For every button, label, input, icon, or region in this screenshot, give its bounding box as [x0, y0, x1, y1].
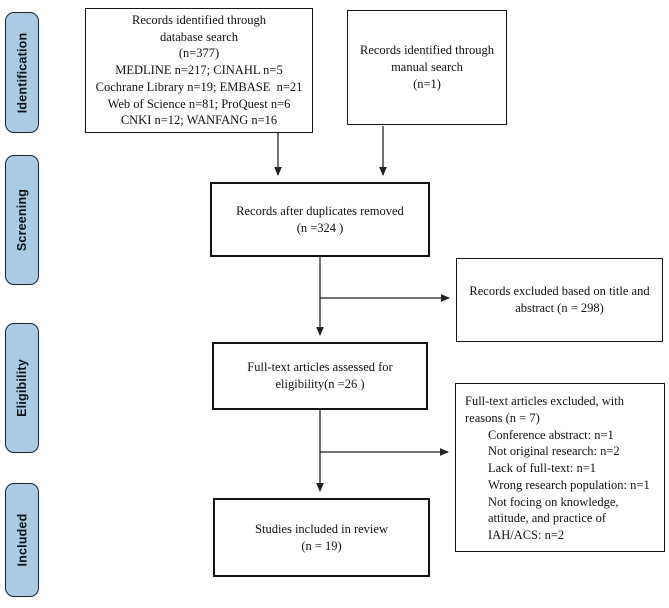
stage-screening-label: Screening — [15, 188, 29, 252]
box-line: (n = 19) — [301, 538, 342, 553]
box-line: Records excluded based on title and — [469, 284, 650, 299]
box-line: CNKI n=12; WANFANG n=16 — [120, 113, 278, 128]
box-line: (n=377) — [178, 46, 220, 61]
box-line: Web of Science n=81; ProQuest n=6 — [107, 96, 291, 111]
box-line: abstract (n = 298) — [515, 301, 604, 315]
box-line: Full-text articles assessed for — [247, 360, 393, 375]
box-line: Cochrane Library n=19; EMBASE n=21 — [95, 79, 303, 94]
box-line: attitude, and practice of — [488, 511, 606, 526]
box-line: Full-text articles excluded, with — [465, 394, 624, 408]
box-duplicates-removed: Records after duplicates removed (n =324… — [210, 182, 430, 257]
box-included-review: Studies included in review (n = 19) — [213, 498, 430, 577]
box-line: Wrong research population: n=1 — [488, 477, 650, 492]
box-line: Records identified through — [360, 43, 494, 58]
stage-included: Included — [5, 483, 39, 597]
stage-identification: Identification — [5, 12, 39, 133]
stage-screening: Screening — [5, 155, 39, 285]
box-fulltext-excluded: Full-text articles excluded, with reason… — [455, 383, 665, 552]
box-line: Conference abstract: n=1 — [488, 427, 614, 442]
box-line: Not focing on knowledge, — [488, 494, 619, 509]
box-line: Studies included in review — [255, 521, 388, 536]
box-line: manual search — [391, 60, 463, 75]
box-line: Records identified through — [132, 12, 266, 27]
box-line: eligibility(n =26 ) — [275, 377, 365, 391]
stage-identification-label: Identification — [15, 32, 30, 113]
box-line: database search — [159, 29, 239, 44]
box-line: Not original research: n=2 — [488, 444, 620, 459]
box-line: reasons (n = 7) — [465, 410, 540, 425]
box-line: Records after duplicates removed — [236, 203, 404, 218]
box-title-abstract-excluded: Records excluded based on title and abst… — [456, 258, 663, 342]
box-manual-search: Records identified through manual search… — [347, 10, 507, 125]
box-fulltext-assessed: Full-text articles assessed for eligibil… — [212, 342, 428, 410]
box-database-search: Records identified through database sear… — [85, 8, 313, 133]
stage-eligibility: Eligibility — [5, 323, 39, 453]
box-line: Lack of full-text: n=1 — [488, 461, 597, 475]
stage-included-label: Included — [15, 513, 29, 567]
box-line: MEDLINE n=217; CINAHL n=5 — [115, 63, 283, 78]
box-line: IAH/ACS: n=2 — [488, 528, 565, 542]
box-line: (n =324 ) — [296, 220, 344, 235]
box-line: (n=1) — [413, 76, 441, 91]
stage-eligibility-label: Eligibility — [15, 359, 30, 417]
